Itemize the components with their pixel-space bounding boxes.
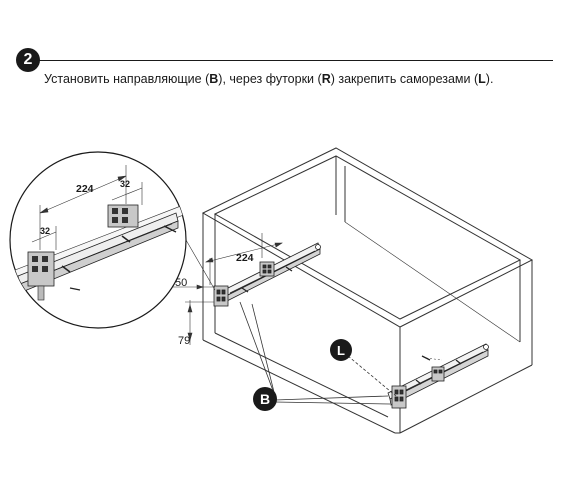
detail-front-hole-3: [32, 266, 38, 272]
right-rear-hole-1: [433, 369, 438, 374]
screw-insert-guide: [425, 357, 443, 361]
left-slide-front-bracket: [213, 285, 229, 307]
left-bracket-hole-2: [221, 289, 226, 295]
dim-79-arrow-bottom: [187, 332, 193, 342]
detail-rear-hole-4: [122, 217, 128, 223]
cabinet-bottom-front-edge: [202, 339, 396, 434]
dim-label-224-main: 224: [236, 252, 254, 264]
left-bracket-hole-4: [221, 296, 226, 302]
cabinet-box: [201, 147, 534, 434]
left-drawer-slide: [213, 242, 321, 307]
cabinet-back-inner-bottom: [344, 221, 521, 343]
right-rear-hole-2: [438, 369, 443, 374]
callout-l-badge: [330, 339, 352, 361]
detail-dim-32-top-line: [111, 187, 143, 201]
detail-front-hole-4: [42, 266, 48, 272]
right-bracket-hole-4: [399, 396, 404, 402]
instruction-ref-b: B: [209, 72, 219, 86]
right-slide-end-cap: [483, 344, 489, 350]
detail-dim-label-32-left: 32: [40, 226, 50, 236]
magnifier-leader: [185, 239, 216, 291]
callout-b-badge: [253, 387, 277, 411]
right-slide-screw-2: [455, 359, 462, 365]
left-slide-end-cap: [315, 244, 321, 250]
detail-front-tab: [37, 285, 45, 301]
callout-b-leader-left-2: [239, 301, 276, 397]
callout-l-label: L: [337, 343, 345, 358]
callout-b-leader-right-2: [274, 395, 389, 401]
detail-dim-32-left-line: [31, 231, 57, 243]
callout-l-leader: [347, 355, 397, 397]
detail-front-hole-1: [32, 256, 38, 262]
callout-b-group: B: [239, 301, 391, 411]
detail-dims: [31, 165, 143, 250]
dim-50-arrow: [196, 284, 204, 290]
detail-dim-224-arrow-left: [39, 207, 49, 214]
detail-dim-label-32-top: 32: [120, 179, 130, 189]
left-slide-rear-bracket: [259, 261, 275, 277]
left-slide-screw-1: [241, 287, 249, 293]
detail-rear-hole-1: [112, 208, 118, 214]
left-slide-screw-2: [285, 266, 293, 272]
callout-l-group: L: [330, 339, 397, 397]
detail-rear-hole-2: [122, 208, 128, 214]
dim-224-line: [205, 242, 283, 263]
step-header: 2: [16, 48, 556, 74]
detail-front-bracket: [27, 251, 55, 287]
step-header-rule: [38, 60, 553, 61]
detail-magnifier: 224 32 32: [9, 151, 216, 329]
instruction-text: Установить направляющие (B), через футор…: [44, 72, 494, 86]
right-bracket-hole-3: [394, 396, 399, 402]
right-bracket-hole-1: [394, 389, 399, 395]
left-bracket-hole-1: [216, 289, 221, 295]
right-slide-rear-bracket: [431, 366, 445, 382]
right-slide-screw-1: [415, 379, 422, 385]
right-slide-front-bracket: [391, 385, 407, 409]
loose-screw: [421, 355, 431, 361]
left-bracket-hole-3: [216, 296, 221, 302]
cabinet-right-bottom-edge: [399, 364, 533, 434]
detail-dim-label-224: 224: [76, 183, 94, 195]
detail-dim-224-arrow-right: [117, 175, 127, 182]
left-slide-dims: [170, 233, 283, 345]
cabinet-bottom-inner-edge: [214, 332, 389, 418]
left-rear-hole-4: [267, 269, 272, 274]
detail-dim-224-line: [39, 175, 127, 214]
dim-224-arrow-right: [274, 242, 283, 248]
callout-b-label: B: [260, 391, 270, 407]
dim-79-arrow-top: [187, 303, 193, 313]
right-bracket-hole-2: [399, 389, 404, 395]
step-number-badge: 2: [16, 48, 40, 72]
dim-label-50: 50: [175, 277, 187, 289]
instruction-ref-l: L: [478, 72, 486, 86]
right-drawer-slide: [387, 343, 489, 409]
detail-rear-hole-3: [112, 217, 118, 223]
dim-label-79: 79: [178, 335, 190, 347]
left-rear-hole-1: [262, 264, 267, 269]
detail-front-hole-2: [42, 256, 48, 262]
left-rear-hole-3: [262, 269, 267, 274]
left-rear-hole-2: [267, 264, 272, 269]
detail-screw-2: [121, 235, 131, 243]
detail-loose-screw: [69, 287, 81, 291]
callout-b-leader-right-1: [274, 401, 391, 405]
dim-224-arrow-left: [205, 257, 214, 263]
callout-b-leader-left-1: [251, 303, 276, 397]
instruction-ref-r: R: [321, 72, 331, 86]
detail-screw-1: [61, 265, 71, 273]
detail-rear-screw: [163, 225, 177, 233]
